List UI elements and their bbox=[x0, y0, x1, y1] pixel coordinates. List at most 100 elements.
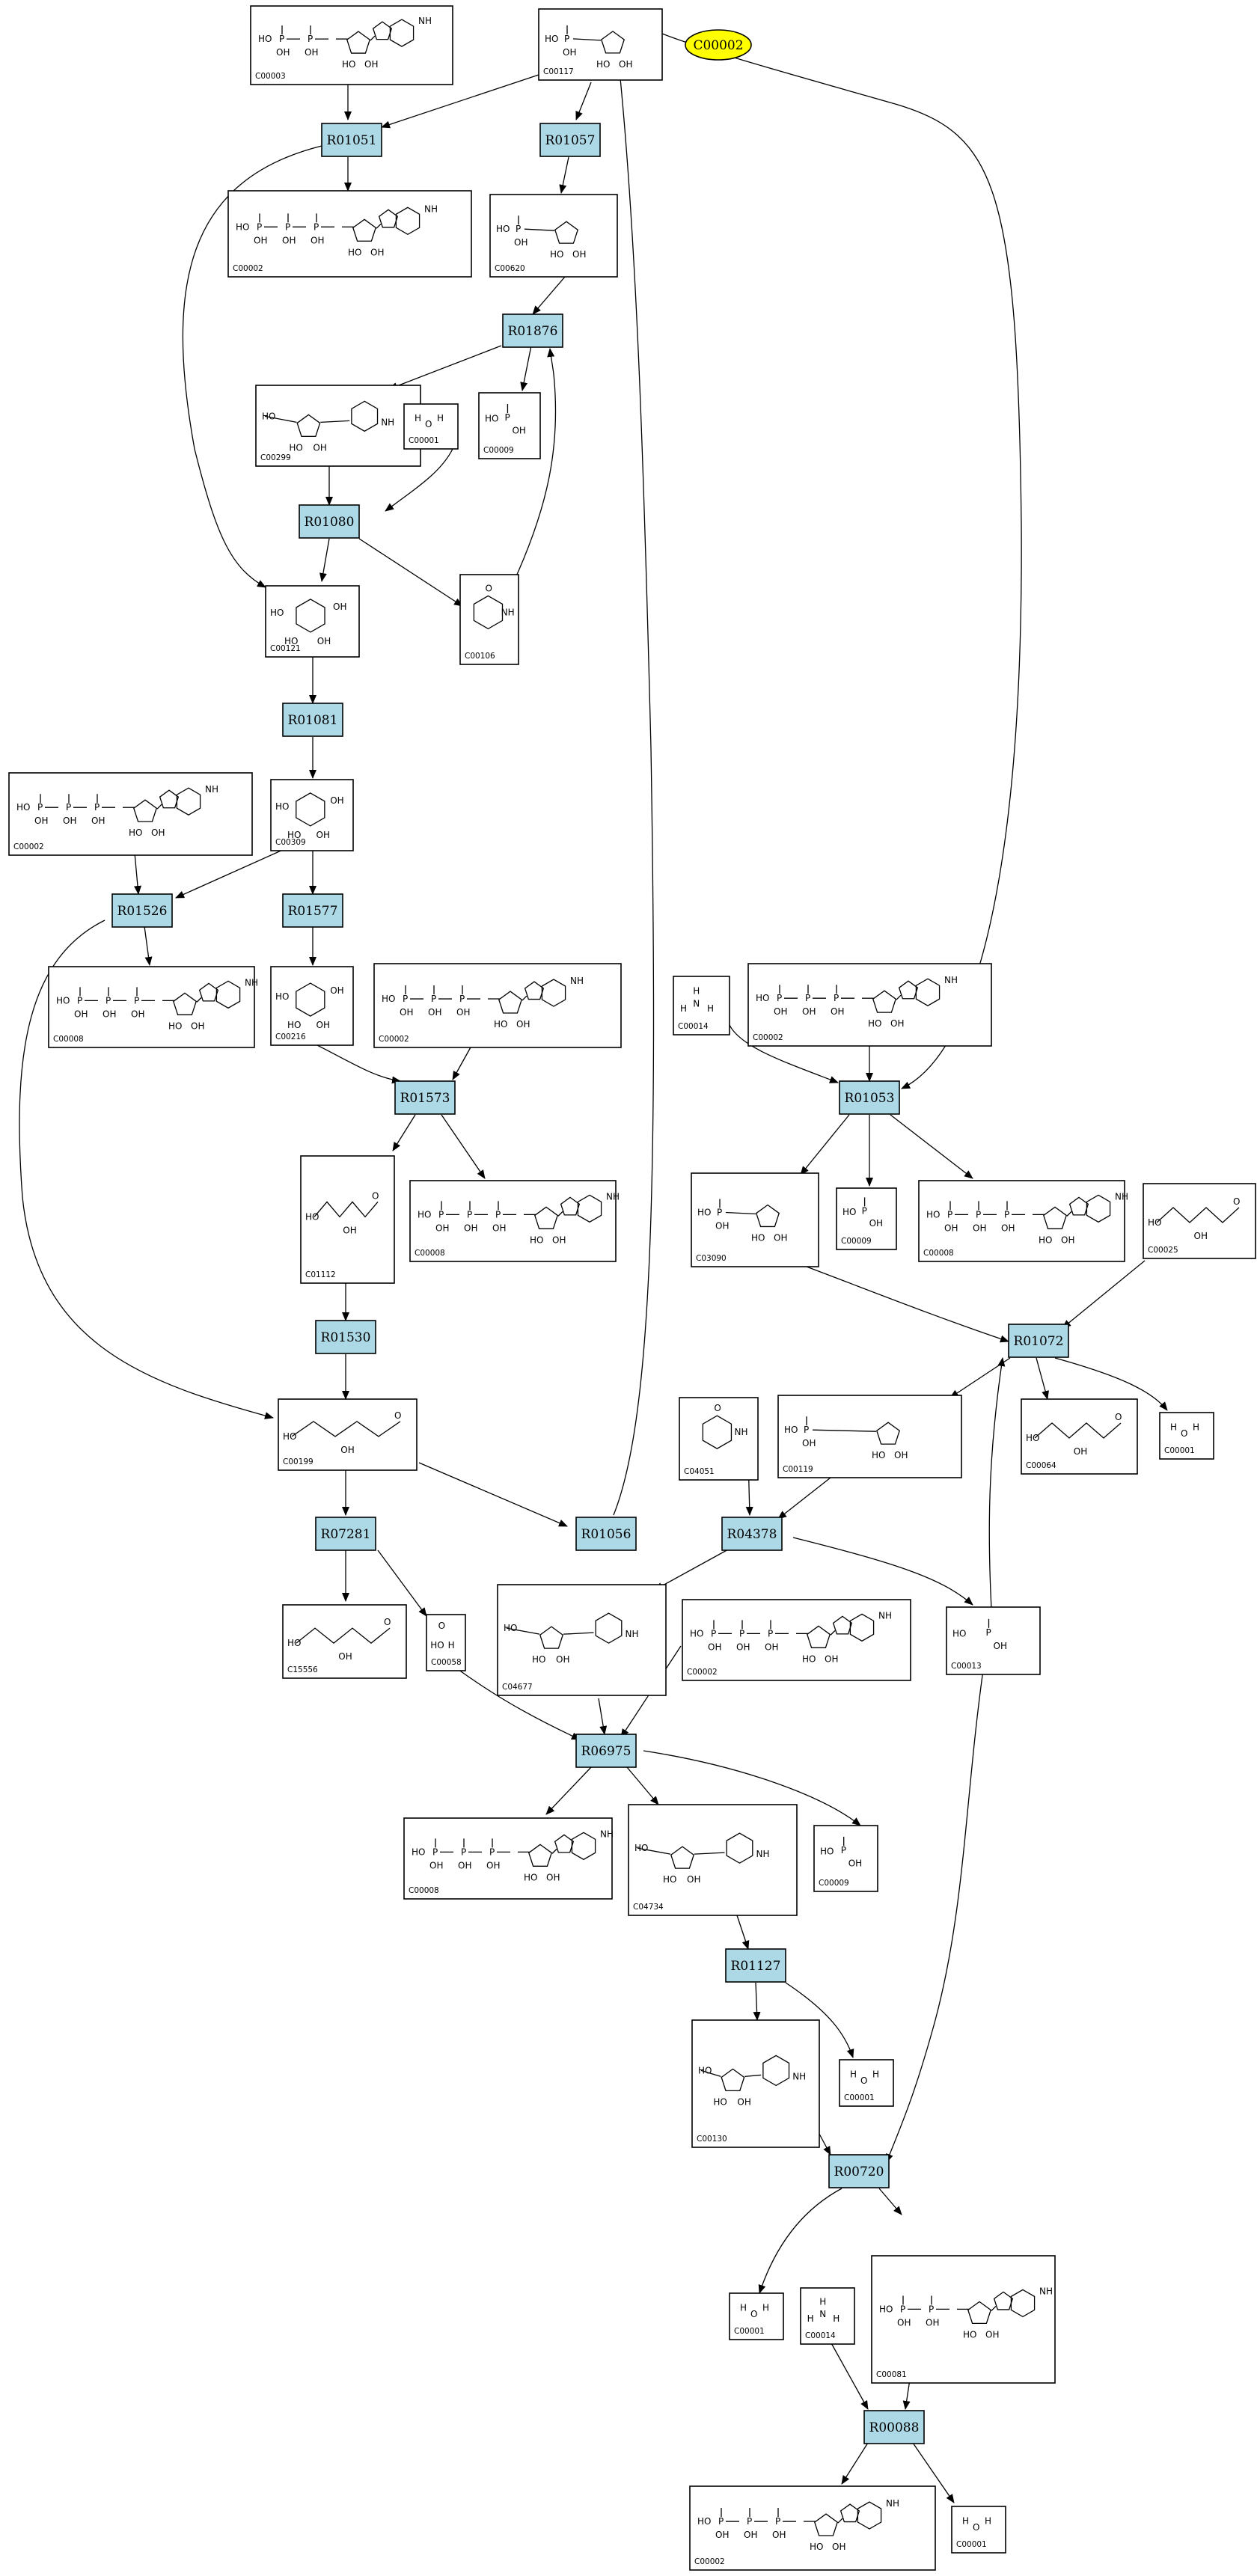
svg-text:HO: HO bbox=[262, 411, 275, 421]
compound-label: C00002 bbox=[753, 1033, 783, 1042]
svg-text:OH: OH bbox=[435, 1223, 449, 1233]
svg-text:N: N bbox=[819, 2309, 826, 2319]
svg-text:HO: HO bbox=[524, 1872, 537, 1882]
compound-box bbox=[300, 1155, 395, 1284]
svg-text:H: H bbox=[762, 2303, 769, 2313]
svg-text:OH: OH bbox=[772, 2530, 786, 2540]
highlight-node[interactable]: C00002 bbox=[685, 29, 752, 61]
reaction-r01876[interactable]: R01876 bbox=[502, 313, 563, 348]
svg-text:HO: HO bbox=[697, 2516, 711, 2527]
reaction-r01072[interactable]: R01072 bbox=[1008, 1324, 1069, 1358]
reaction-r01057[interactable]: R01057 bbox=[539, 123, 601, 157]
svg-text:OH: OH bbox=[340, 1445, 354, 1455]
svg-text:NH: NH bbox=[606, 1191, 620, 1202]
reaction-r01530[interactable]: R01530 bbox=[315, 1320, 376, 1354]
reaction-r06975[interactable]: R06975 bbox=[575, 1734, 637, 1768]
compound-box bbox=[1143, 1183, 1256, 1259]
reaction-box bbox=[282, 893, 343, 928]
compound-label: C00003 bbox=[255, 72, 286, 81]
reaction-r01081[interactable]: R01081 bbox=[282, 703, 343, 737]
reaction-r01056[interactable]: R01056 bbox=[575, 1517, 637, 1551]
reaction-box bbox=[111, 893, 173, 928]
reaction-r01053[interactable]: R01053 bbox=[839, 1080, 900, 1115]
svg-text:P: P bbox=[841, 1845, 846, 1855]
svg-text:H: H bbox=[448, 1640, 455, 1650]
reaction-r07281[interactable]: R07281 bbox=[315, 1517, 376, 1551]
reaction-box bbox=[839, 1080, 900, 1115]
reaction-r01573[interactable]: R01573 bbox=[394, 1080, 456, 1115]
reaction-box bbox=[725, 1948, 786, 1983]
svg-text:OH: OH bbox=[316, 1020, 330, 1030]
reaction-r01577[interactable]: R01577 bbox=[282, 893, 343, 928]
compound-box bbox=[691, 2019, 820, 2148]
compound-label: C00001 bbox=[844, 2093, 875, 2102]
svg-text:P: P bbox=[775, 2516, 780, 2527]
reaction-r01051[interactable]: R01051 bbox=[321, 123, 382, 157]
compound-box bbox=[8, 772, 253, 856]
reaction-r01080[interactable]: R01080 bbox=[299, 504, 360, 539]
svg-text:HO: HO bbox=[756, 993, 769, 1003]
reaction-r01127[interactable]: R01127 bbox=[725, 1948, 786, 1983]
reaction-r00088[interactable]: R00088 bbox=[863, 2410, 925, 2444]
svg-text:HO: HO bbox=[952, 1629, 966, 1639]
svg-text:P: P bbox=[403, 994, 408, 1004]
reaction-r01526[interactable]: R01526 bbox=[111, 893, 173, 928]
reaction-r04378[interactable]: R04378 bbox=[721, 1517, 783, 1551]
compound-label: C00009 bbox=[819, 1879, 849, 1888]
svg-text:OH: OH bbox=[486, 1860, 500, 1870]
svg-text:HO: HO bbox=[663, 1874, 676, 1885]
reaction-label: R01577 bbox=[288, 904, 338, 919]
svg-text:P: P bbox=[777, 993, 782, 1003]
reaction-r00720[interactable]: R00720 bbox=[828, 2154, 890, 2188]
compound-box bbox=[946, 1606, 1041, 1675]
svg-text:P: P bbox=[438, 1209, 444, 1220]
svg-text:OH: OH bbox=[825, 1653, 838, 1664]
compound-box bbox=[282, 1604, 407, 1679]
svg-text:OH: OH bbox=[91, 816, 105, 826]
